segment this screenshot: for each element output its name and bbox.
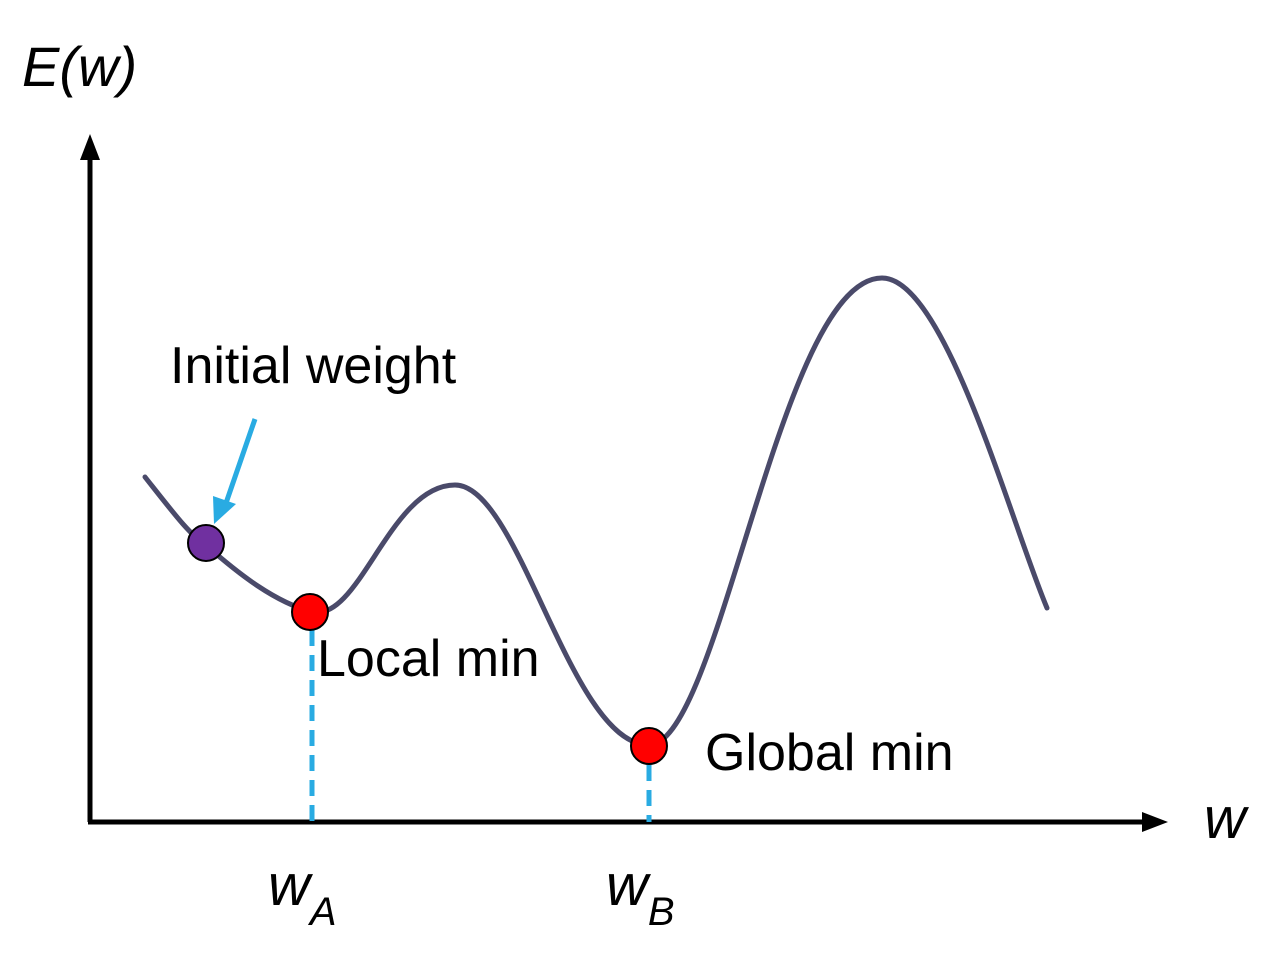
x-axis-arrowhead <box>1142 812 1168 832</box>
y-axis-arrowhead <box>80 134 100 160</box>
tick-label-wb-main: w <box>606 853 651 918</box>
global-min-point <box>630 727 668 765</box>
initial-weight-arrowhead <box>213 496 236 524</box>
initial-weight-arrow <box>222 418 258 507</box>
y-axis-label: E(w) <box>22 35 137 98</box>
tick-label-wb-sub: B <box>648 890 675 934</box>
error-curve <box>142 275 1050 748</box>
local-min-label: Local min <box>317 630 540 688</box>
tick-label-wa-sub: A <box>308 890 337 934</box>
global-min-label: Global min <box>705 724 954 782</box>
tick-label-wb: wB <box>606 853 675 934</box>
tick-label-wa: wA <box>268 853 337 934</box>
local-min-point <box>291 593 329 631</box>
x-axis-label: w <box>1204 786 1249 851</box>
initial-weight-label: Initial weight <box>170 337 457 395</box>
initial-weight-point <box>187 524 225 562</box>
tick-label-wa-main: w <box>268 853 313 918</box>
